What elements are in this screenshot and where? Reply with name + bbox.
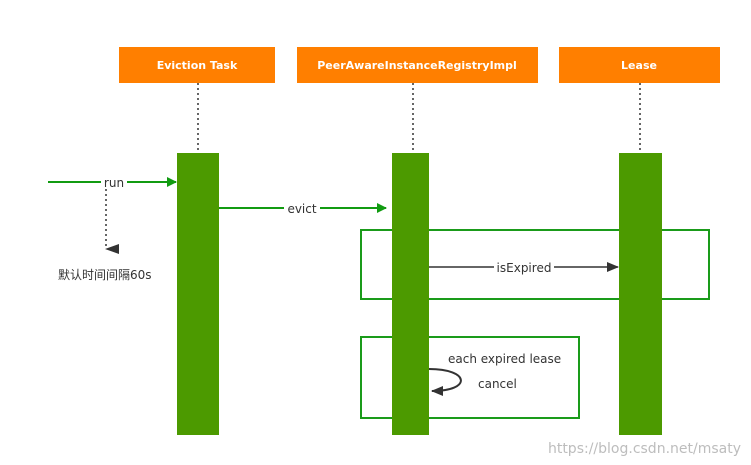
message-label-each-expired-lease: each expired lease — [448, 352, 561, 366]
message-label-is-expired: isExpired — [497, 261, 552, 275]
participant-label: Lease — [621, 59, 657, 72]
fragment-frame-cancel — [360, 336, 580, 419]
participant-lease: Lease — [559, 47, 720, 83]
message-is-expired: isExpired — [429, 260, 619, 275]
message-evict: evict — [219, 201, 387, 216]
participant-eviction-task: Eviction Task — [119, 47, 275, 83]
participant-label: PeerAwareInstanceRegistryImpl — [317, 59, 517, 72]
activation-lease — [619, 153, 662, 435]
message-self-cancel: each expired lease cancel — [428, 352, 561, 396]
watermark: https://blog.csdn.net/msaty — [548, 441, 741, 457]
participant-label: Eviction Task — [157, 59, 238, 72]
participant-registry: PeerAwareInstanceRegistryImpl — [297, 47, 538, 83]
fragment-frame-is-expired — [360, 229, 710, 300]
message-label-evict: evict — [287, 202, 316, 216]
activation-registry — [392, 153, 429, 435]
activation-eviction-task — [177, 153, 219, 435]
message-label-run: run — [104, 176, 124, 190]
message-label-cancel: cancel — [478, 377, 517, 391]
timer-note: 默认时间间隔60s — [58, 267, 152, 282]
message-run: run — [48, 175, 177, 190]
